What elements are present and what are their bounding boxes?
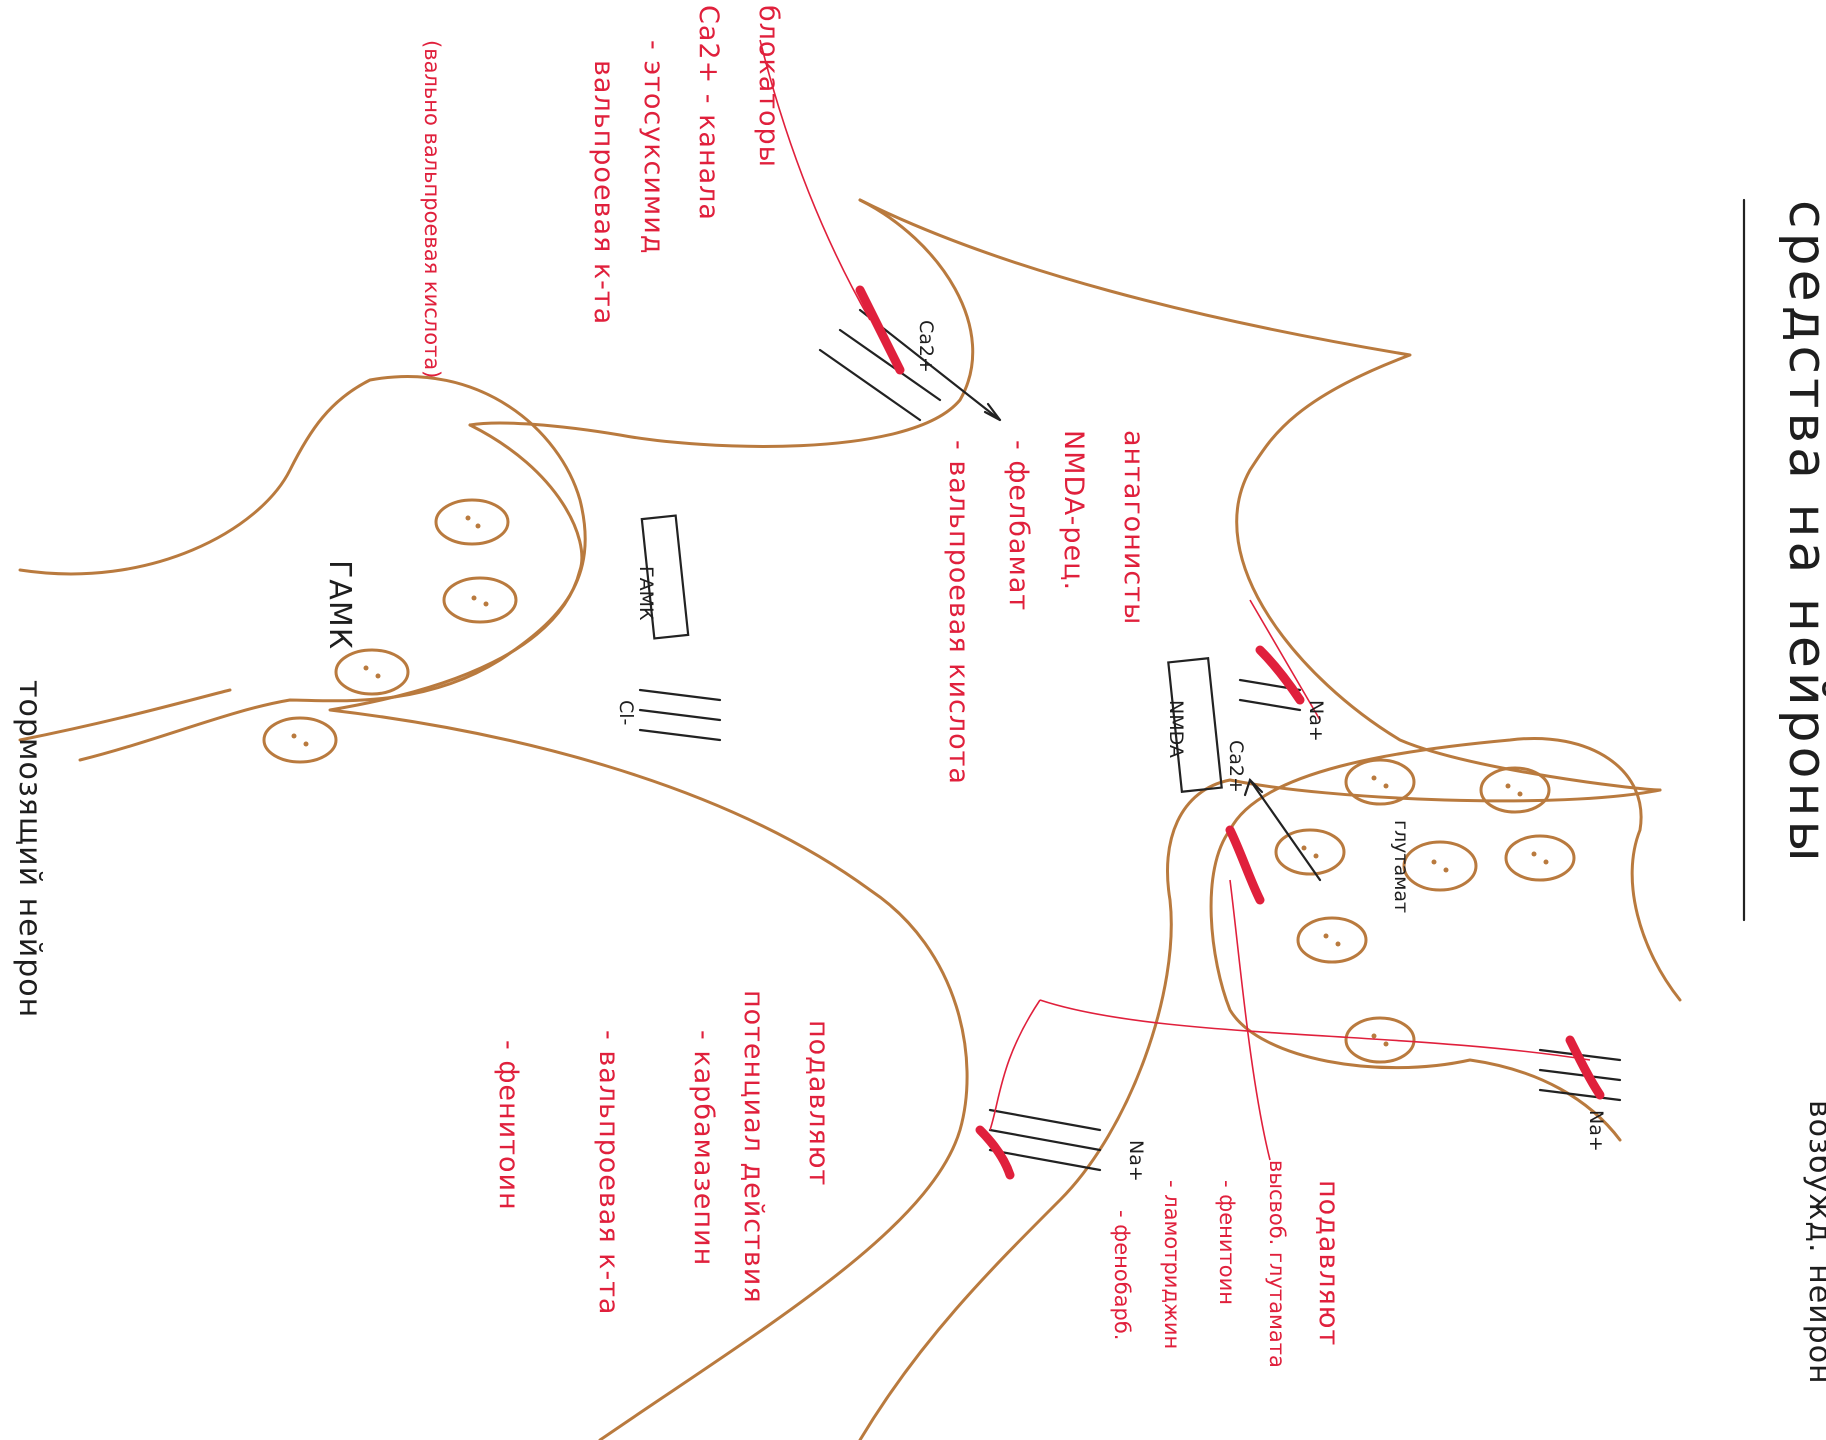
nmda-antagonists-line: - вальпроевая кислота [943,440,974,785]
gaba-vesicles [264,500,516,762]
cl-ion-label: Cl- [615,700,637,725]
ca-blockers-line: - этосуксимид [638,40,669,255]
inhibitory-terminal-outline [20,377,585,760]
glutamate-suppressors-line: - фенобарб. [1110,1210,1134,1340]
gaba-vesicle-label: ГАМК [322,560,357,650]
na-channel-right [1540,1040,1620,1100]
ca-blockers-annotation: блокаторы Ca2+ - канала - этосуксимид ва… [420,5,784,378]
gaba-vesicle [444,578,516,622]
glutamate-suppressors-line: подавляют [1313,1180,1344,1346]
pointer-na-right [1040,1000,1590,1060]
gaba-vesicle [436,500,508,544]
glutamate-vesicle-label: глутамат [1390,820,1412,913]
glutamate-release [1230,780,1320,900]
top-terminal-outline [470,200,973,446]
glutamate-suppressors-line: - ламотриджин [1160,1180,1184,1349]
nmda-antagonists-line: антагонисты [1118,430,1149,625]
na-suppressors-line: - вальпроевая к-та [593,1030,624,1315]
inhibitory-neuron-label: тормозящий нейрон [12,680,47,1018]
inhibitory-axon-outline [20,690,230,740]
gaba-receptor [640,516,720,740]
glutamate-vesicles [1276,760,1574,1062]
nmda-receptor-label: NMDA [1165,700,1187,758]
na-right-ion-label: Na+ [1585,1110,1607,1152]
ca-blockers-line: блокаторы [753,5,784,168]
na-suppressors-line: подавляют [803,1020,834,1186]
gaba-receptor-label: ГАМК [635,566,657,621]
na-nmda-ion-label: Na+ [1305,700,1327,742]
nmda-antagonists-line: - фелбамат [1003,440,1034,611]
na-channel-lower [980,1110,1100,1175]
gaba-vesicle [336,650,408,694]
excitatory-neuron-label: возбужд. нейрон [1802,1100,1826,1385]
ca-nmda-ion-label: Ca2+ [1225,740,1247,793]
gaba-vesicle [264,718,336,762]
na-suppressors-annotation: подавляют потенциал действия - карбамазе… [493,990,834,1315]
ca-blockers-line: Ca2+ - канала [693,5,724,221]
na-suppressors-line: - фенитоин [493,1040,524,1211]
ca-blockers-line: (вально вальпроевая кислота) [420,40,444,378]
central-neuron-upper-outline [860,200,1660,790]
ca-ion-label: Ca2+ [915,320,937,373]
ca-blockers-line: вальпроевая к-та [588,60,619,325]
na-suppressors-line: потенциал действия [738,990,769,1304]
glutamate-suppressors-annotation: подавляют высвоб. глутамата - фенитоин -… [1110,1160,1344,1368]
page-title: средства на нейроны [1777,200,1826,866]
na-lower-ion-label: Na+ [1125,1140,1147,1182]
nmda-antagonists-annotation: антагонисты NMDA-рец. - фелбамат - вальп… [943,430,1149,785]
nmda-antagonists-line: NMDA-рец. [1058,430,1089,591]
glutamate-suppressors-line: - фенитоин [1215,1180,1239,1305]
na-suppressors-line: - карбамазепин [688,1030,719,1266]
glutamate-suppressors-line: высвоб. глутамата [1265,1160,1289,1368]
glutamate-block-mark [1230,830,1260,900]
